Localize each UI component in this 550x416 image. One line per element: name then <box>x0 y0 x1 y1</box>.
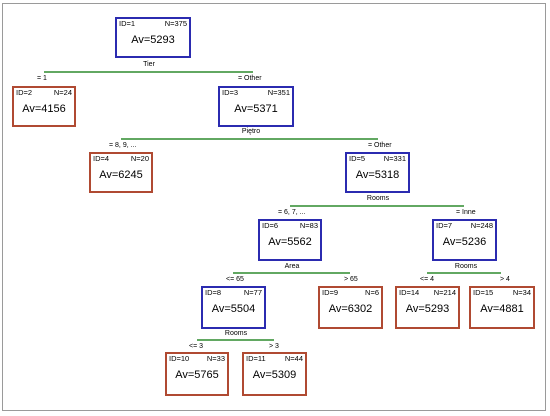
node-average: Av=5562 <box>268 236 312 248</box>
node-count: N=214 <box>433 288 456 297</box>
tree-node-2: ID=2 N=24 Av=4156 <box>12 86 76 127</box>
tree-node-9: ID=9 N=6 Av=6302 <box>318 286 383 329</box>
split-variable-area: Area <box>284 263 300 270</box>
node-average: Av=6245 <box>99 169 143 181</box>
node-count: N=44 <box>284 354 303 363</box>
node-average: Av=5293 <box>131 34 175 46</box>
tree-node-15: ID=15 N=34 Av=4881 <box>469 286 535 329</box>
node-average: Av=4156 <box>22 103 66 115</box>
tree-node-11: ID=11 N=44 Av=5309 <box>242 352 307 396</box>
node-id: ID=1 <box>119 19 136 28</box>
node-count: N=83 <box>299 221 318 230</box>
node-count: N=6 <box>365 288 379 297</box>
node-count: N=248 <box>470 221 493 230</box>
branch-condition: <= 65 <box>226 276 244 283</box>
node-average: Av=5318 <box>355 169 400 181</box>
node-count: N=77 <box>243 288 262 297</box>
split-variable-rooms: Rooms <box>224 330 248 337</box>
branch-condition: <= 3 <box>189 343 204 350</box>
node-average: Av=5293 <box>405 303 450 315</box>
node-average: Av=5309 <box>252 369 297 381</box>
node-count: N=331 <box>383 154 406 163</box>
node-average: Av=4881 <box>480 303 524 315</box>
node-id: ID=4 <box>93 154 110 163</box>
branch-condition: > 3 <box>269 343 279 350</box>
branch-condition: = 8, 9, ... <box>109 142 137 149</box>
tree-node-1: ID=1 N=375 Av=5293 <box>115 17 191 58</box>
node-id: ID=10 <box>169 354 190 363</box>
node-id: ID=11 <box>246 354 266 363</box>
node-average: Av=5765 <box>175 369 219 381</box>
branch-condition: > 65 <box>344 276 358 283</box>
node-count: N=375 <box>164 19 187 28</box>
node-id: ID=3 <box>222 88 239 97</box>
tree-node-5: ID=5 N=331 Av=5318 <box>345 152 410 193</box>
tree-node-7: ID=7 N=248 Av=5236 <box>432 219 497 261</box>
tree-node-8: ID=8 N=77 Av=5504 <box>201 286 266 329</box>
node-id: ID=5 <box>349 154 366 163</box>
branch-condition: = Other <box>368 142 392 149</box>
tree-node-10: ID=10 N=33 Av=5765 <box>165 352 229 396</box>
node-id: ID=9 <box>322 288 339 297</box>
node-count: N=33 <box>206 354 225 363</box>
split-variable-rooms: Rooms <box>454 263 478 270</box>
node-average: Av=5236 <box>442 236 487 248</box>
tree-node-6: ID=6 N=83 Av=5562 <box>258 219 322 261</box>
branch-condition: > 4 <box>500 276 510 283</box>
node-id: ID=15 <box>473 288 494 297</box>
node-average: Av=5504 <box>211 303 256 315</box>
node-id: ID=14 <box>399 288 420 297</box>
node-id: ID=6 <box>262 221 279 230</box>
branch-condition: = Inne <box>456 209 476 216</box>
tree-node-3: ID=3 N=351 Av=5371 <box>218 86 294 127</box>
node-id: ID=8 <box>205 288 222 297</box>
tree-node-14: ID=14 N=214 Av=5293 <box>395 286 460 329</box>
node-average: Av=5371 <box>234 103 278 115</box>
branch-condition: = 6, 7, ... <box>278 209 306 216</box>
split-variable-rooms: Rooms <box>366 195 390 202</box>
node-average: Av=6302 <box>328 303 373 315</box>
split-variable-tier: Tier <box>143 61 155 68</box>
branch-condition: = Other <box>238 75 262 82</box>
tree-node-4: ID=4 N=20 Av=6245 <box>89 152 153 193</box>
branch-condition: = 1 <box>37 75 47 82</box>
node-count: N=20 <box>130 154 149 163</box>
node-id: ID=7 <box>436 221 453 230</box>
node-count: N=34 <box>512 288 531 297</box>
node-count: N=24 <box>53 88 72 97</box>
node-count: N=351 <box>267 88 290 97</box>
split-variable-pietro: Piętro <box>241 128 261 135</box>
diagram-frame <box>2 3 546 411</box>
node-id: ID=2 <box>16 88 33 97</box>
branch-condition: <= 4 <box>420 276 435 283</box>
